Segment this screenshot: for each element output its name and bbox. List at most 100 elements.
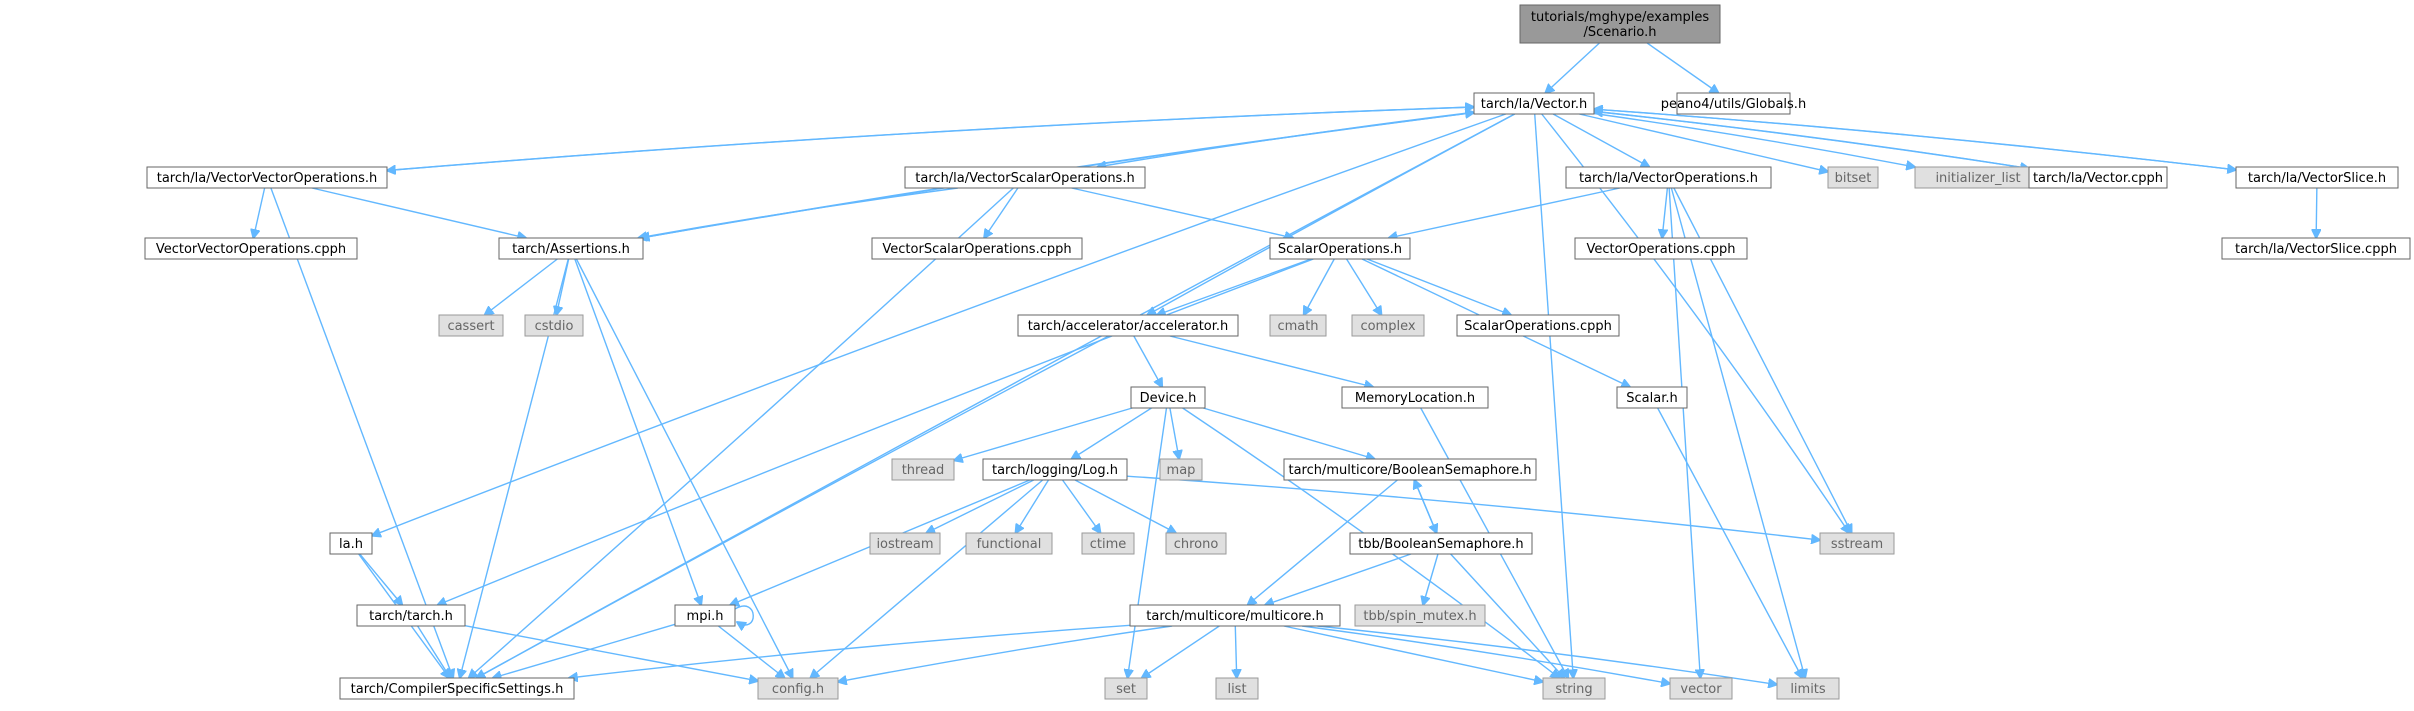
edge-scalar-h-to-limits — [1657, 407, 1803, 678]
edge-tarch-h-to-config-h — [464, 624, 758, 681]
node-box-limits — [1776, 677, 1840, 700]
node-label-mpi-h: mpi.h — [687, 609, 724, 624]
edge-log-h-to-sstream — [1126, 475, 1820, 540]
node-box-vslice-cpph — [2221, 237, 2411, 260]
edge-multicore-h-to-limits — [1317, 625, 1777, 685]
node-box-spin-mutex — [1354, 604, 1486, 627]
node-vvo-h[interactable]: tarch/la/VectorVectorOperations.h — [146, 166, 388, 189]
node-box-list — [1215, 677, 1259, 700]
node-scalarops-h[interactable]: ScalarOperations.h — [1269, 237, 1411, 260]
node-box-globals-h — [1676, 92, 1791, 115]
node-scenario[interactable]: tutorials/mghype/examples/Scenario.h — [1519, 4, 1721, 44]
node-box-tarch-h — [356, 604, 466, 627]
node-box-vector-cpph — [2028, 166, 2168, 189]
node-label-string: string — [1555, 682, 1592, 697]
node-label-accelerator-h: tarch/accelerator/accelerator.h — [1028, 319, 1229, 334]
node-scalar-h[interactable]: Scalar.h — [1616, 386, 1688, 409]
edge-scalarops-h-to-tarch-h — [438, 258, 1314, 605]
node-assertions-h[interactable]: tarch/Assertions.h — [498, 237, 644, 260]
node-label-boolsem-h: tarch/multicore/BooleanSemaphore.h — [1288, 463, 1531, 478]
node-label-ctime: ctime — [1090, 537, 1127, 552]
node-label-vo-cpph: VectorOperations.cpph — [1587, 242, 1736, 257]
node-scalarops-cpph[interactable]: ScalarOperations.cpph — [1456, 314, 1620, 337]
node-vo-cpph[interactable]: VectorOperations.cpph — [1574, 237, 1748, 260]
node-globals-h[interactable]: peano4/utils/Globals.h — [1661, 92, 1806, 115]
node-set: set — [1104, 677, 1148, 700]
node-map: map — [1159, 458, 1203, 481]
node-vector-cpph[interactable]: tarch/la/Vector.cpph — [2028, 166, 2168, 189]
node-complex: complex — [1351, 314, 1425, 337]
node-label-cassert: cassert — [447, 319, 494, 334]
node-label-thread: thread — [902, 463, 945, 478]
node-label-vslice-cpph: tarch/la/VectorSlice.cpph — [2235, 242, 2397, 257]
node-log-h[interactable]: tarch/logging/Log.h — [982, 458, 1128, 481]
node-multicore-h[interactable]: tarch/multicore/multicore.h — [1129, 604, 1341, 627]
node-tbb-boolsem-h[interactable]: tbb/BooleanSemaphore.h — [1349, 532, 1533, 555]
node-box-scalarops-h — [1269, 237, 1411, 260]
node-tarch-h[interactable]: tarch/tarch.h — [356, 604, 466, 627]
node-accelerator-h[interactable]: tarch/accelerator/accelerator.h — [1017, 314, 1239, 337]
node-label-cstdio: cstdio — [535, 319, 574, 334]
node-thread: thread — [891, 458, 955, 481]
node-box-cmath — [1269, 314, 1327, 337]
edge-tbb-boolsem-h-to-spin-mutex — [1423, 553, 1439, 605]
node-box-sstream — [1819, 532, 1895, 555]
node-label-assertions-h: tarch/Assertions.h — [512, 242, 630, 257]
node-label-config-h: config.h — [772, 682, 824, 697]
node-vslice-cpph[interactable]: tarch/la/VectorSlice.cpph — [2221, 237, 2411, 260]
edge-multicore-h-to-string — [1283, 625, 1543, 682]
node-vso-cpph[interactable]: VectorScalarOperations.cpph — [871, 237, 1083, 260]
node-vso-h[interactable]: tarch/la/VectorScalarOperations.h — [904, 166, 1146, 189]
node-box-chrono — [1165, 532, 1227, 555]
node-box-vslice-h — [2235, 166, 2399, 189]
edge-tarch-h-to-compiler-h — [417, 625, 451, 678]
node-vo-h[interactable]: tarch/la/VectorOperations.h — [1565, 166, 1772, 189]
edge-vector-h-to-vvo-h — [387, 106, 1475, 170]
node-vslice-h[interactable]: tarch/la/VectorSlice.h — [2235, 166, 2399, 189]
edge-device-h-to-thread — [954, 407, 1133, 460]
node-vector-h[interactable]: tarch/la/Vector.h — [1473, 92, 1595, 115]
node-memloc-h[interactable]: MemoryLocation.h — [1341, 386, 1489, 409]
node-boolsem-h[interactable]: tarch/multicore/BooleanSemaphore.h — [1283, 458, 1537, 481]
node-label-multicore-h: tarch/multicore/multicore.h — [1146, 609, 1323, 624]
node-la-h[interactable]: la.h — [329, 532, 373, 555]
node-label-iostream: iostream — [876, 537, 933, 552]
node-box-cassert — [438, 314, 504, 337]
node-label-vo-h: tarch/la/VectorOperations.h — [1579, 171, 1758, 186]
node-box-log-h — [982, 458, 1128, 481]
node-label-memloc-h: MemoryLocation.h — [1355, 391, 1475, 406]
node-label-vector-cpph: tarch/la/Vector.cpph — [2033, 171, 2163, 186]
node-compiler-h[interactable]: tarch/CompilerSpecificSettings.h — [339, 677, 575, 700]
node-initializer: initializer_list — [1914, 166, 2042, 189]
edge-vector-h-to-initializer — [1593, 112, 1915, 168]
edge-vslice-h-to-vslice-cpph — [2316, 187, 2317, 238]
edge-la-h-to-tarch-h — [359, 553, 403, 605]
node-bitset: bitset — [1827, 166, 1879, 189]
node-limits: limits — [1776, 677, 1840, 700]
edge-accelerator-h-to-compiler-h — [476, 335, 1109, 678]
node-box-scenario — [1519, 4, 1721, 44]
edge-vo-h-to-scalarops-h — [1389, 187, 1621, 238]
node-label-compiler-h: tarch/CompilerSpecificSettings.h — [351, 682, 564, 697]
node-box-cstdio — [524, 314, 584, 337]
node-mpi-h[interactable]: mpi.h — [674, 604, 736, 627]
edge-scalarops-h-to-accelerator-h — [1157, 258, 1312, 315]
node-box-accelerator-h — [1017, 314, 1239, 337]
node-label-tbb-boolsem-h: tbb/BooleanSemaphore.h — [1358, 537, 1523, 552]
edge-vector-h-to-string — [1534, 113, 1574, 678]
node-box-vo-h — [1565, 166, 1772, 189]
edge-assertions-h-to-mpi-h — [574, 258, 701, 605]
node-vvo-cpph[interactable]: VectorVectorOperations.cpph — [144, 237, 358, 260]
edge-log-h-to-ctime — [1061, 479, 1101, 533]
node-label-vslice-h: tarch/la/VectorSlice.h — [2248, 171, 2386, 186]
node-chrono: chrono — [1165, 532, 1227, 555]
node-box-set — [1104, 677, 1148, 700]
node-label-bitset: bitset — [1835, 171, 1872, 186]
node-label-la-h: la.h — [339, 537, 363, 552]
node-label-complex: complex — [1360, 319, 1415, 334]
node-device-h[interactable]: Device.h — [1130, 386, 1206, 409]
node-box-mpi-h — [674, 604, 736, 627]
edge-device-h-to-boolsem-h — [1203, 407, 1374, 459]
node-box-config-h — [757, 677, 839, 700]
node-box-vo-cpph — [1574, 237, 1748, 260]
